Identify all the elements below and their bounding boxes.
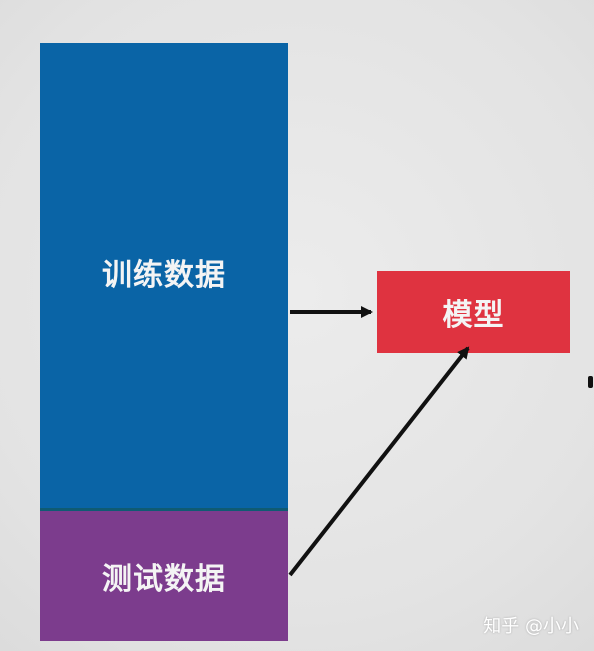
- test-data-block: 测试数据: [40, 508, 288, 641]
- test-to-model-arrow: [288, 346, 470, 577]
- test-data-label: 测试数据: [102, 562, 226, 597]
- watermark-text: 知乎 @小小: [483, 616, 579, 637]
- training-data-label: 训练数据: [102, 257, 226, 293]
- edge-marker: [588, 376, 593, 388]
- model-block: 模型: [377, 271, 570, 353]
- model-label: 模型: [442, 298, 505, 333]
- training-data-block: 训练数据: [40, 43, 288, 508]
